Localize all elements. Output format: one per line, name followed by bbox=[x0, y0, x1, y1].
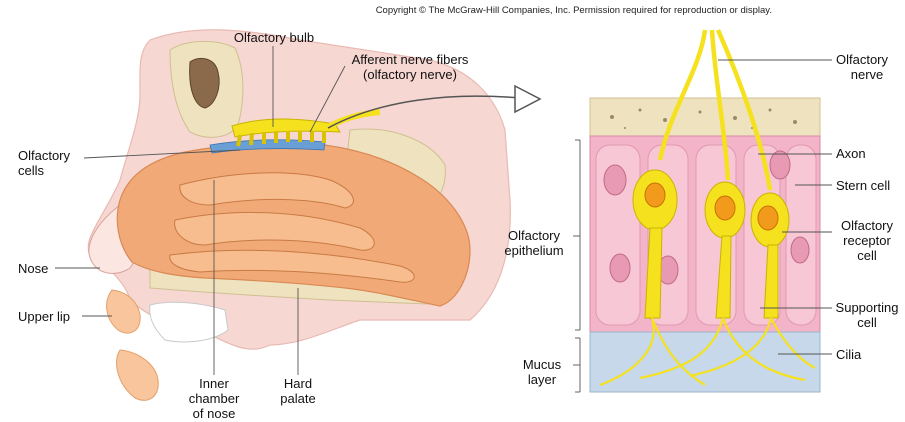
label-afferent-2: (olfactory nerve) bbox=[340, 67, 480, 82]
label-mucus-1: Mucus bbox=[512, 357, 572, 372]
label-hard-2: palate bbox=[272, 391, 324, 406]
lower-lip bbox=[116, 350, 158, 400]
label-olf-nerve-2: nerve bbox=[836, 67, 898, 82]
label-epith-2: epithelium bbox=[496, 243, 572, 258]
label-axon: Axon bbox=[836, 146, 866, 161]
label-supporting-1: Supporting bbox=[830, 300, 904, 315]
label-cilia: Cilia bbox=[836, 347, 861, 362]
label-mucus-2: layer bbox=[512, 372, 572, 387]
epithelium-detail bbox=[590, 30, 820, 392]
label-afferent-1: Afferent nerve fibers bbox=[340, 52, 480, 67]
label-nose: Nose bbox=[18, 261, 48, 276]
label-hard-1: Hard bbox=[272, 376, 324, 391]
label-receptor-3: cell bbox=[830, 248, 904, 263]
label-olfactory-cells-1: Olfactory bbox=[18, 148, 70, 163]
label-inner-3: of nose bbox=[184, 406, 244, 421]
label-epith-1: Olfactory bbox=[496, 228, 572, 243]
label-olf-nerve-1: Olfactory bbox=[836, 52, 888, 67]
label-supporting-2: cell bbox=[830, 315, 904, 330]
label-inner-2: chamber bbox=[184, 391, 244, 406]
label-receptor-2: receptor bbox=[830, 233, 904, 248]
head-section bbox=[88, 30, 540, 400]
label-receptor-1: Olfactory bbox=[830, 218, 904, 233]
label-olfactory-cells-2: cells bbox=[18, 163, 44, 178]
label-inner-1: Inner bbox=[184, 376, 244, 391]
label-olfactory-bulb: Olfactory bulb bbox=[232, 30, 316, 45]
cribriform-bone bbox=[590, 98, 820, 136]
label-upper-lip: Upper lip bbox=[18, 309, 70, 324]
zoom-arrow-head bbox=[515, 86, 540, 112]
teeth bbox=[150, 302, 228, 342]
label-stern-cell: Stern cell bbox=[836, 178, 890, 193]
